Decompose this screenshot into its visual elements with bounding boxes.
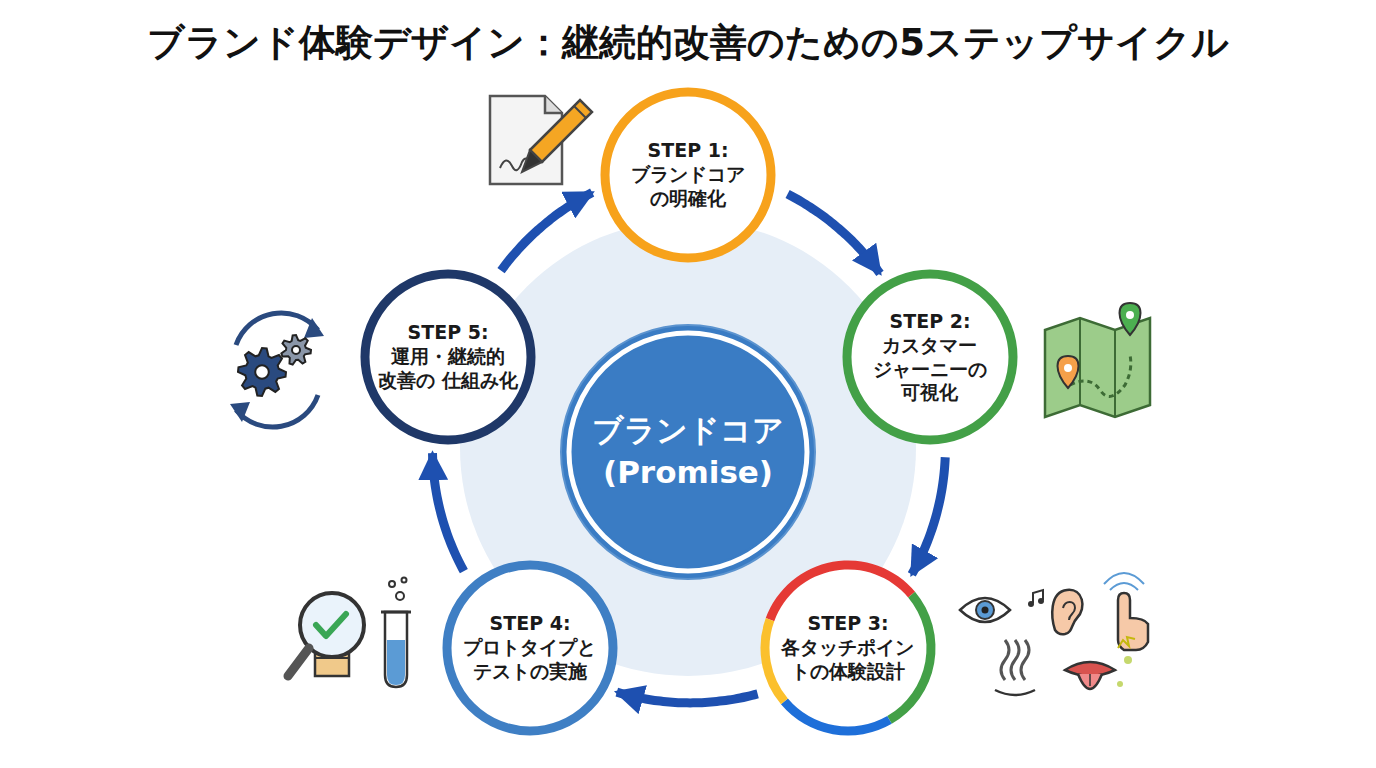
step-label: 各タッチポイン トの体験設計 (777, 636, 920, 684)
document-pen-icon (530, 100, 592, 162)
map-icon (1126, 311, 1134, 319)
senses-icons (1089, 674, 1091, 686)
gears-icon (304, 318, 324, 338)
map-icon (1070, 355, 1131, 396)
step-label: カスタマー ジャーニーの 可視化 (859, 333, 1002, 404)
map-icon (1120, 303, 1141, 335)
senses-icons (1001, 640, 1029, 680)
cycle-arrow (617, 692, 758, 703)
step-circle: STEP 5:運用・継続的 改善の 仕組み化 (360, 269, 536, 445)
step-ring-segment (766, 560, 915, 621)
step-circle: STEP 4:プロトタイプと テストの実施 (442, 560, 618, 736)
map-icon (1080, 318, 1115, 417)
senses-icons (960, 598, 1010, 622)
gears-icon (281, 335, 311, 365)
diagram-title: ブランド体験デザイン：継続的改善のための5ステップサイクル (0, 18, 1376, 68)
core-fill (574, 338, 802, 566)
gears-icon (230, 313, 324, 427)
senses-icons (995, 690, 1035, 695)
document-pen-icon (545, 96, 562, 113)
text-group: STEP 5:運用・継続的 改善の 仕組み化 (377, 321, 520, 392)
test-icon (385, 612, 407, 687)
core-circle: ブランドコア (Promise) (560, 324, 816, 580)
gear-hole (255, 365, 269, 379)
map-icon (1045, 318, 1150, 417)
node-outline (560, 324, 816, 580)
gears-icon (238, 348, 286, 396)
step-ring (365, 274, 531, 440)
step-number: STEP 1: (617, 139, 760, 163)
test-icon (381, 611, 411, 614)
test-icon (389, 581, 395, 587)
core-outer (561, 325, 815, 579)
document-pen-icon (574, 106, 586, 118)
senses-icons (1118, 637, 1135, 648)
map-icon (1045, 303, 1150, 417)
map-icon (1058, 356, 1079, 388)
step-circle: STEP 2:カスタマー ジャーニーの 可視化 (842, 269, 1018, 445)
test-icon (316, 614, 346, 636)
senses-icons (1063, 602, 1075, 620)
step-ring (447, 565, 613, 731)
senses-icons (1118, 593, 1148, 650)
document-pen-icon (522, 150, 542, 172)
text-group: STEP 4:プロトタイプと テストの実施 (459, 612, 602, 683)
step-ring-segment (781, 698, 892, 735)
text-group: ブランドコア (Promise) (584, 410, 791, 494)
cycle-arrow (788, 194, 880, 273)
core-ring (569, 333, 807, 571)
senses-icons (1052, 590, 1082, 634)
senses-icons (1028, 601, 1034, 607)
test-icon (288, 648, 309, 676)
step-ring (605, 92, 771, 258)
step-number: STEP 5: (377, 321, 520, 345)
core-label: ブランドコア (Promise) (584, 410, 791, 494)
step-label: 運用・継続的 改善の 仕組み化 (377, 345, 520, 393)
gear-hole (292, 346, 300, 354)
step-circle: STEP 3:各タッチポイン トの体験設計 (760, 560, 936, 736)
step-label: プロトタイプと テストの実施 (459, 636, 602, 684)
senses-icons (960, 573, 1148, 695)
test-icon (387, 640, 405, 685)
senses-icons (1124, 656, 1132, 664)
text-group: STEP 2:カスタマー ジャーニーの 可視化 (859, 310, 1002, 405)
senses-icons (982, 607, 989, 614)
step-number: STEP 2: (859, 310, 1002, 334)
gears-icon (230, 402, 250, 422)
gear-shape (238, 348, 286, 396)
senses-icons (1104, 573, 1144, 590)
cycle-arrow (433, 453, 464, 571)
senses-icons (1065, 662, 1115, 676)
senses-icons (1117, 681, 1123, 687)
document-pen-icon (490, 96, 592, 184)
gear-shape (281, 335, 311, 365)
senses-icons (1038, 598, 1044, 604)
test-icon (402, 578, 407, 583)
step-ring-segment (760, 618, 787, 704)
gears-icon (236, 395, 318, 427)
cycle-arrow (912, 457, 945, 574)
text-group: STEP 1:ブランドコア の明確化 (617, 139, 760, 210)
senses-icons (1078, 674, 1102, 689)
step-number: STEP 4: (459, 612, 602, 636)
step-circle: STEP 1:ブランドコア の明確化 (600, 87, 776, 263)
step-label: ブランドコア の明確化 (617, 163, 760, 211)
senses-icons (976, 601, 994, 619)
step-number: STEP 3: (777, 612, 920, 636)
step-ring (847, 274, 1013, 440)
test-icon (396, 592, 404, 600)
map-icon (1064, 364, 1072, 372)
text-group: STEP 3:各タッチポイン トの体験設計 (777, 612, 920, 683)
senses-icons (1033, 590, 1043, 603)
cycle-arrow (501, 193, 592, 271)
test-icon (288, 578, 411, 688)
